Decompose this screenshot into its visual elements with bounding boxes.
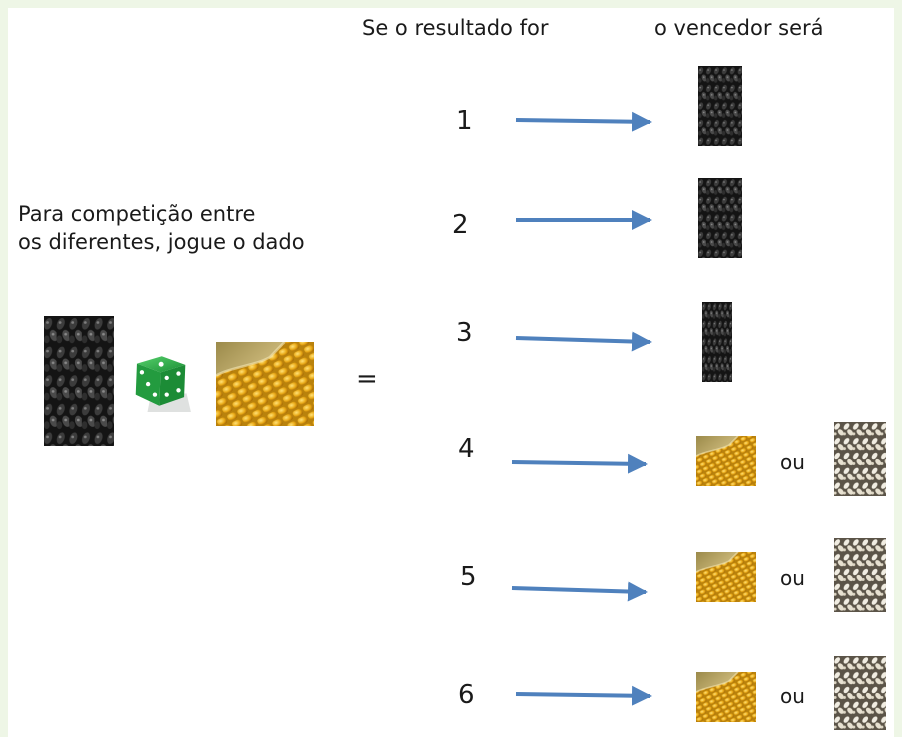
winner-white-bean-image-5 xyxy=(834,538,886,612)
equals-sign: = xyxy=(356,364,378,394)
result-number-3: 3 xyxy=(456,318,473,348)
arrow-6 xyxy=(515,685,652,706)
green-die-icon xyxy=(132,344,194,418)
arrow-2 xyxy=(516,210,652,230)
winner-corn-image-4 xyxy=(696,436,756,486)
arrow-1 xyxy=(515,111,652,132)
or-label-6: ou xyxy=(780,684,805,708)
winner-white-bean-image-4 xyxy=(834,422,886,496)
arrow-4 xyxy=(511,453,648,474)
winner-white-bean-image-6 xyxy=(834,656,886,730)
or-label-5: ou xyxy=(780,566,805,590)
result-number-4: 4 xyxy=(458,434,475,464)
winner-column-header: o vencedor será xyxy=(654,16,824,40)
result-number-1: 1 xyxy=(456,106,473,136)
corn-image xyxy=(216,342,314,426)
result-column-header: Se o resultado for xyxy=(362,16,549,40)
winner-black-bean-image-3 xyxy=(702,302,732,382)
arrow-3 xyxy=(515,331,652,352)
result-number-5: 5 xyxy=(460,562,477,592)
winner-black-bean-image-2 xyxy=(698,178,742,258)
instruction-text: Para competição entre os diferentes, jog… xyxy=(18,202,305,254)
winner-corn-image-5 xyxy=(696,552,756,602)
black-bean-image xyxy=(44,316,114,446)
or-label-4: ou xyxy=(780,450,805,474)
result-number-6: 6 xyxy=(458,680,475,710)
result-number-2: 2 xyxy=(452,210,469,240)
winner-corn-image-6 xyxy=(696,672,756,722)
winner-black-bean-image-1 xyxy=(698,66,742,146)
arrow-5 xyxy=(511,581,648,602)
